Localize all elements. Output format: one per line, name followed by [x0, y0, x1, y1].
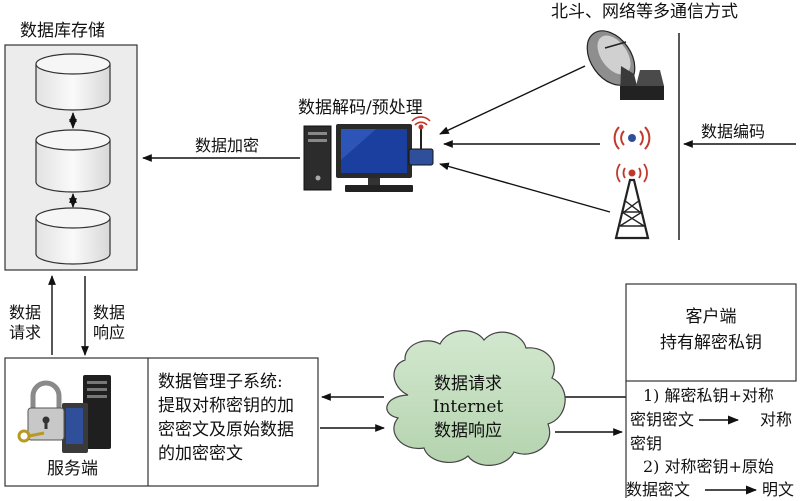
database-cylinder-middle: [35, 129, 111, 193]
cloud-request-label: 数据请求: [434, 374, 502, 394]
server-label: 服务端: [47, 459, 98, 479]
database-cylinder-top: [35, 53, 111, 111]
client-box: [625, 283, 797, 382]
request-label-1: 数据: [9, 303, 41, 322]
storage-title: 数据库存储: [20, 21, 105, 41]
client-subtitle: 持有解密私钥: [660, 333, 762, 353]
wireless-signal-icon: [613, 126, 651, 150]
satellite-dish-icon: [586, 30, 664, 100]
client-step2-result: 明文: [762, 480, 794, 499]
desktop-computer-icon: [303, 124, 413, 192]
subsystem-line-3: 密密文及原始数据: [158, 420, 294, 440]
client-step1-result: 对称: [760, 410, 792, 429]
client-title: 客户端: [686, 307, 737, 327]
server-lock-icon: [17, 375, 111, 453]
client-step2-line2: 数据密文: [626, 480, 690, 499]
client-step1-line2: 密钥密文: [630, 410, 694, 429]
request-label-2: 请求: [9, 323, 41, 342]
client-step1-line1: 1) 解密私钥+对称: [643, 386, 774, 405]
encode-label: 数据编码: [701, 122, 765, 141]
subsystem-line-2: 提取对称密钥的加: [158, 396, 294, 416]
wifi-router-icon: [408, 116, 434, 166]
cloud-internet-label: Internet: [433, 397, 504, 417]
comm-title: 北斗、网络等多通信方式: [551, 2, 738, 22]
response-label-1: 数据: [93, 303, 125, 322]
satellite-signal-arrow: [439, 65, 586, 135]
decode-label: 数据解码/预处理: [298, 98, 423, 118]
tower-signal-arrow: [439, 162, 611, 213]
internet-cloud: [386, 330, 566, 466]
encrypt-label: 数据加密: [195, 136, 259, 155]
cloud-response-label: 数据响应: [434, 421, 502, 441]
response-label-2: 响应: [93, 323, 125, 342]
signal-tower-icon: [614, 163, 650, 240]
subsystem-line-1: 数据管理子系统:: [158, 372, 283, 392]
database-cylinder-bottom: [35, 207, 111, 265]
client-step2-line1: 2) 对称密钥+原始: [643, 457, 774, 476]
client-step1-line4: 密钥: [630, 434, 662, 453]
subsystem-line-4: 的加密密文: [158, 444, 243, 464]
